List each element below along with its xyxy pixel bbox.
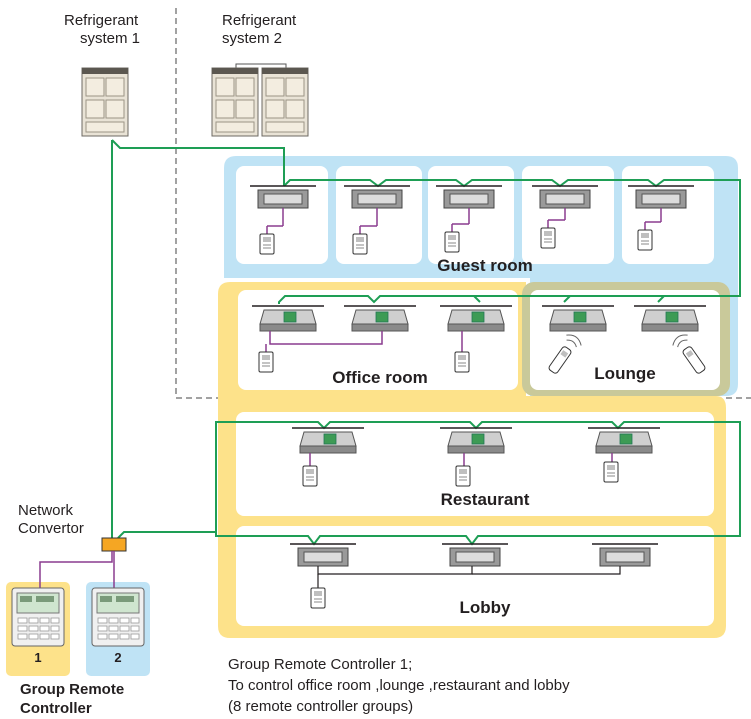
system1-label: Refrigerant system 1	[64, 12, 140, 48]
controller-2-number: 2	[114, 650, 122, 665]
network-convertor-label-line1: Network	[18, 502, 74, 519]
controller-1-number: 1	[34, 650, 42, 665]
transmission-line	[111, 139, 741, 546]
restaurant-remote-controller	[455, 465, 471, 487]
office-room-title: Office room	[332, 368, 428, 387]
caption-line3: (8 remote controller groups)	[228, 698, 414, 715]
network-convertor-label: Network Convertor	[18, 502, 84, 538]
diagram-caption: Group Remote Controller 1; To control of…	[228, 654, 570, 717]
restaurant-remote-controller	[603, 461, 619, 483]
restaurant-remote-controller	[302, 465, 318, 487]
system2-label-line2: system 2	[222, 30, 283, 47]
restaurant-title: Restaurant	[440, 490, 530, 509]
network-convertor	[101, 537, 127, 552]
office-remote-controller	[258, 351, 274, 373]
guest-remote-controller	[352, 233, 368, 255]
guest-room-title: Guest room	[437, 256, 533, 275]
guest-remote-controller	[637, 229, 653, 251]
group-remote-controller-label: Group Remote Controller	[20, 680, 124, 718]
lounge-title: Lounge	[594, 364, 656, 383]
outdoor-unit-system2a	[211, 67, 259, 137]
system2-label-line1: Refrigerant	[222, 12, 297, 29]
group-remote-controller-label-line2: Controller	[20, 700, 92, 717]
group-remote-controller-1	[11, 587, 65, 647]
guest-remote-controller	[444, 231, 460, 253]
caption-line2: To control office room ,lounge ,restaura…	[228, 677, 570, 694]
group-remote-controller-label-line1: Group Remote	[20, 681, 125, 698]
lobby-title: Lobby	[459, 598, 511, 617]
guest-remote-controller	[540, 227, 556, 249]
outdoor-unit-system1	[81, 67, 129, 137]
network-convertor-label-line2: Convertor	[18, 520, 84, 537]
guest-remote-controller	[259, 233, 275, 255]
system1-label-line2: system 1	[80, 30, 141, 47]
system2-label: Refrigerant system 2	[222, 12, 296, 48]
lobby-remote-controller	[310, 587, 326, 609]
caption-line1: Group Remote Controller 1;	[228, 656, 413, 673]
group-remote-controller-2	[91, 587, 145, 647]
outdoor-unit-system2b	[261, 67, 309, 137]
system1-label-line1: Refrigerant	[64, 12, 139, 29]
